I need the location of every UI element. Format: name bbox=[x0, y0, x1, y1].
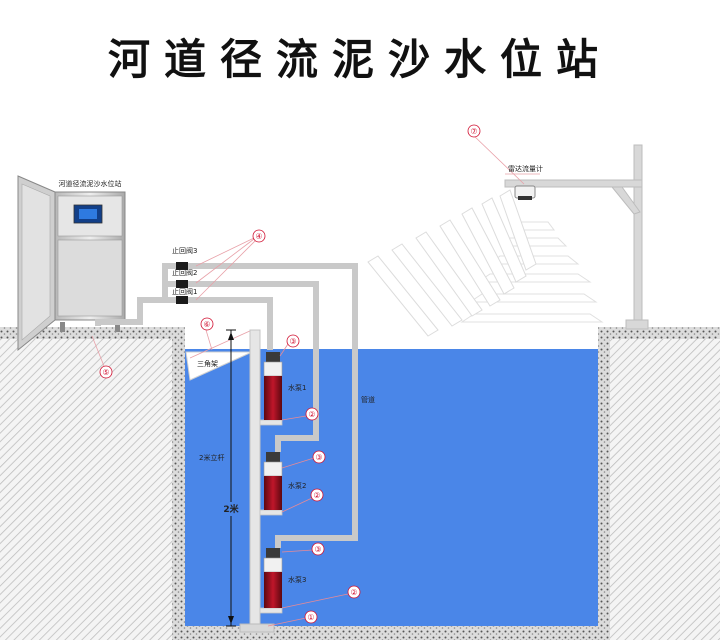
svg-text:①: ① bbox=[307, 613, 314, 622]
marker-3b bbox=[312, 450, 326, 464]
marker-6 bbox=[200, 317, 214, 331]
label-pump3: 水泵3 bbox=[288, 575, 306, 584]
label-triangle: 三角架 bbox=[197, 359, 218, 368]
svg-text:③: ③ bbox=[314, 545, 321, 554]
marker-4-text: ④ bbox=[255, 232, 262, 241]
marker-7 bbox=[467, 124, 481, 138]
pump-2 bbox=[263, 452, 283, 510]
marker-6-text: ⑥ bbox=[203, 320, 210, 329]
callout-line-7 bbox=[471, 133, 525, 185]
earth-right bbox=[610, 339, 720, 640]
pipe-1 bbox=[165, 297, 273, 350]
pump-callouts bbox=[267, 343, 349, 627]
label-pole-height: 2米立杆 bbox=[199, 453, 224, 462]
page-title: 河道径流泥沙水位站 bbox=[107, 35, 612, 84]
flow-stripes bbox=[367, 189, 537, 337]
label-valve1: 止回阀1 bbox=[172, 287, 197, 296]
pump-1 bbox=[263, 352, 283, 420]
water-body bbox=[185, 349, 598, 626]
label-pump1: 水泵1 bbox=[288, 383, 306, 392]
marker-2c bbox=[347, 585, 361, 599]
marker-3a bbox=[286, 334, 300, 348]
check-valve-1 bbox=[176, 296, 188, 304]
marker-2b bbox=[310, 488, 324, 502]
label-valve2: 止回阀2 bbox=[172, 268, 197, 277]
check-valve-2 bbox=[176, 280, 188, 288]
earth-left bbox=[0, 339, 172, 640]
channel-wall-right bbox=[598, 339, 610, 640]
label-scale: 2米 bbox=[223, 503, 239, 515]
pole-base bbox=[239, 623, 275, 633]
vertical-pole bbox=[249, 329, 261, 629]
label-pipe: 管道 bbox=[361, 395, 375, 404]
control-cabinet bbox=[17, 175, 126, 352]
label-valve3: 止回阀3 bbox=[172, 246, 197, 255]
pipes bbox=[95, 263, 358, 548]
marker-5 bbox=[99, 365, 113, 379]
svg-text:②: ② bbox=[350, 588, 357, 597]
check-valve-3 bbox=[176, 262, 188, 270]
radar-sensor bbox=[514, 185, 536, 200]
ground-surface-right bbox=[598, 327, 720, 339]
ground-surface-left bbox=[0, 327, 185, 339]
label-cabinet: 河道径流泥沙水位站 bbox=[59, 179, 122, 188]
svg-text:③: ③ bbox=[289, 337, 296, 346]
radar-frame bbox=[504, 144, 649, 330]
marker-1 bbox=[304, 610, 318, 624]
marker-3c bbox=[311, 542, 325, 556]
channel-wall-left bbox=[172, 339, 185, 640]
pump-3 bbox=[263, 548, 283, 608]
pipe-2 bbox=[165, 281, 319, 452]
height-dimension bbox=[226, 329, 236, 627]
svg-text:②: ② bbox=[313, 491, 320, 500]
label-pump2: 水泵2 bbox=[288, 481, 306, 490]
check-valves bbox=[176, 262, 188, 304]
triangle-bracket bbox=[185, 351, 253, 381]
label-radar: 雷达流量计 bbox=[508, 164, 543, 173]
marker-4 bbox=[252, 229, 266, 243]
svg-text:②: ② bbox=[308, 410, 315, 419]
channel-floor bbox=[185, 626, 598, 640]
svg-text:③: ③ bbox=[315, 453, 322, 462]
marker-5-text: ⑤ bbox=[102, 368, 109, 377]
marker-2a bbox=[305, 407, 319, 421]
marker-7-text: ⑦ bbox=[470, 127, 477, 136]
